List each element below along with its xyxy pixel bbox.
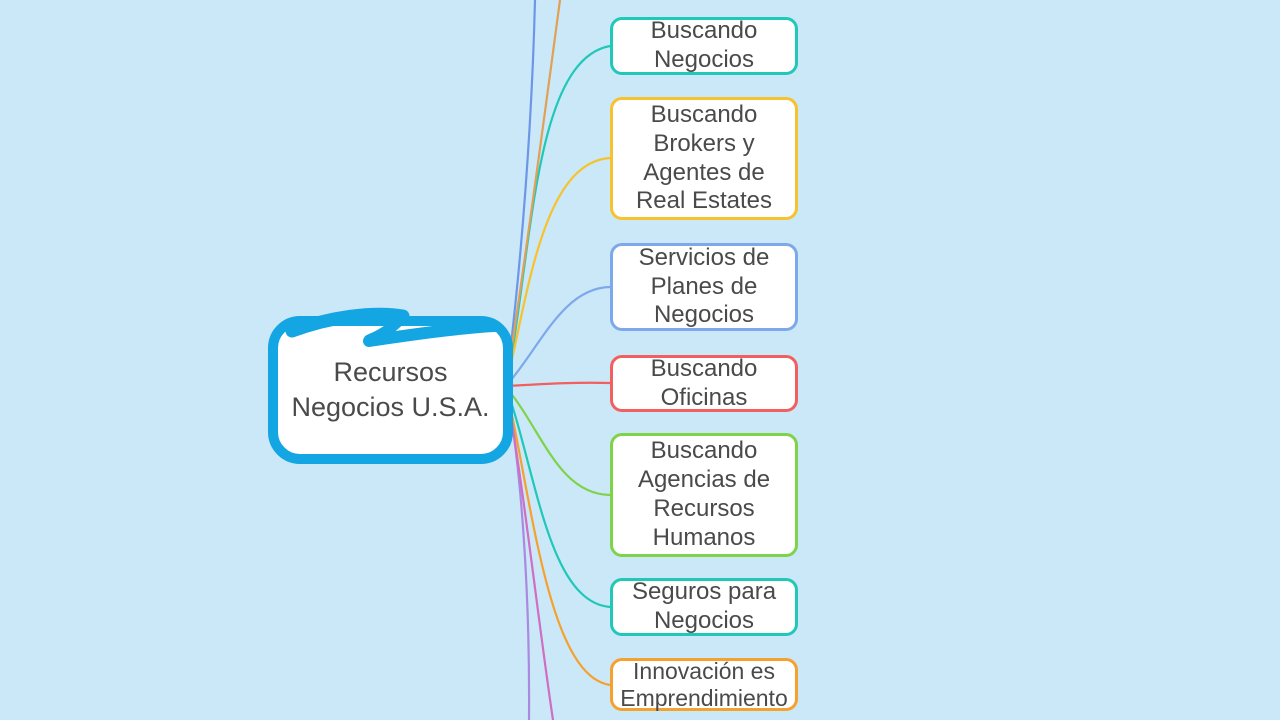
node-seguros-para-negocios[interactable]: Seguros para Negocios — [610, 578, 798, 636]
node-buscando-oficinas[interactable]: Buscando Oficinas — [610, 355, 798, 412]
node-label: Servicios de Planes de Negocios — [638, 243, 770, 329]
node-servicios-planes-negocios[interactable]: Servicios de Planes de Negocios — [610, 243, 798, 331]
central-topic-label: Recursos Negocios U.S.A. — [291, 356, 490, 422]
node-label: Seguros para Negocios — [631, 578, 777, 634]
node-label: Buscando Brokers y Agentes de Real Estat… — [635, 100, 773, 215]
node-buscando-negocios[interactable]: Buscando Negocios — [610, 17, 798, 75]
node-label: Buscando Oficinas — [650, 354, 758, 411]
central-topic-node[interactable]: Recursos Negocios U.S.A. — [268, 316, 513, 464]
node-label: Buscando Agencias de Recursos Humanos — [637, 437, 771, 551]
node-innovacion-es-emprendimiento[interactable]: Innovación es Emprendimiento — [610, 658, 798, 711]
node-label: Innovación es Emprendimiento — [620, 658, 788, 711]
node-label: Buscando Negocios — [650, 17, 758, 73]
node-buscando-brokers-agentes-real-estates[interactable]: Buscando Brokers y Agentes de Real Estat… — [610, 97, 798, 220]
node-buscando-agencias-recursos-humanos[interactable]: Buscando Agencias de Recursos Humanos — [610, 433, 798, 557]
